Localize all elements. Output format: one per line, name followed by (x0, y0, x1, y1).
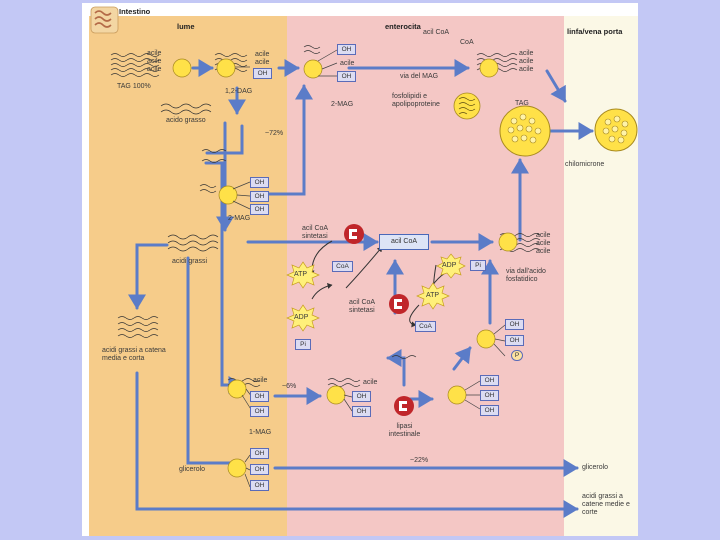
mag-mid-oh-3: OH (250, 204, 269, 215)
glycerol-left-label: glicerolo (179, 466, 206, 473)
mag1-right-acyl: acile (363, 379, 378, 386)
diagram-graphics (82, 3, 638, 536)
mag-acyl: acile (340, 60, 355, 67)
pct22-label: ~22% (410, 457, 429, 464)
synthetase-2-label: acil CoA sintetasi (349, 299, 375, 314)
coa-top-label: CoA (460, 39, 474, 46)
adp-1-label: ADP (294, 314, 309, 321)
enterocyte-label: enterocita (385, 22, 421, 31)
glycerol-oh-3: OH (250, 480, 269, 491)
lumen-label: lume (177, 22, 195, 31)
enzyme-icon (344, 224, 414, 416)
glycerol-oh-2: OH (250, 464, 269, 475)
lymph-region (564, 16, 638, 536)
glycerol-mid-oh-2: OH (480, 390, 499, 401)
pi-low-box: Pi (295, 339, 311, 350)
dag-label: 1,2-DAG (225, 88, 253, 95)
chylomicron (594, 108, 638, 152)
pct6-label: ~6% (282, 383, 297, 390)
pa-phosphate: P (511, 350, 523, 361)
tag-acyl-2: acile (147, 58, 162, 65)
adp-top-label: ADP (442, 262, 457, 269)
mag1-oh-2: OH (250, 406, 269, 417)
tag-chains (110, 53, 160, 77)
tag-acyl-1: acile (147, 50, 162, 57)
phospholipid-sphere (453, 92, 481, 120)
lipase-chain (391, 355, 417, 359)
tag-right-label: TAG (515, 100, 529, 107)
mag-oh-2: OH (337, 71, 356, 82)
mag-right-acyl-2: acile (519, 58, 534, 65)
fatty-acid-label-1: acido grasso (166, 117, 206, 124)
glycerol-mid-oh-3: OH (480, 405, 499, 416)
intestine-icon (90, 6, 119, 34)
mag1-acyl: acile (253, 377, 268, 384)
pa-oh-2: OH (505, 335, 524, 346)
tag-100-label: TAG 100% (117, 83, 151, 90)
mag-right-acyl-3: acile (519, 66, 534, 73)
fatty-acids-mid (167, 234, 219, 252)
coa-mid-box: CoA (332, 261, 353, 272)
pi-top-box: Pi (470, 260, 486, 271)
dag-oh: OH (253, 68, 272, 79)
fatty-acids-mid-label: acidi grassi (172, 258, 208, 265)
glycerol-mid-oh-1: OH (480, 375, 499, 386)
pa-pathway-label: via dall'acido fosfatidico (506, 268, 546, 283)
mag-mid-oh-2: OH (250, 191, 269, 202)
atp-1-label: ATP (294, 271, 308, 278)
mcfa-right-label: acidi grassi a catene medie e corte (582, 493, 630, 516)
adp-star-1 (286, 304, 320, 332)
mag1-right-oh-1: OH (352, 391, 371, 402)
chylomicron-label: chilomicrone (565, 161, 605, 168)
mcfa-chains (117, 316, 159, 338)
atp-star-1 (286, 261, 320, 289)
mag1-label: 1-MAG (249, 429, 272, 436)
pa-acyl-1: acile (536, 232, 551, 239)
dag-acyl-2: acile (255, 59, 270, 66)
glycerol-spheres (172, 58, 518, 478)
atp-star-2 (416, 282, 450, 310)
lipase-label: lipasi intestinale (388, 423, 421, 438)
acylcoa-top-label: acil CoA (423, 29, 450, 36)
fatty-acid-small (201, 149, 227, 163)
synthetase-1-label: acil CoA sintetasi (302, 225, 328, 240)
lymph-label: linfa/vena porta (567, 27, 623, 36)
free-fatty-acid-top (160, 103, 212, 115)
mag-right-acyl-1: acile (519, 50, 534, 57)
glycerol-right-label: glicerolo (582, 464, 609, 471)
adp-star-top (436, 253, 466, 279)
mag-pathway-label: via del MAG (400, 73, 439, 80)
mag-mid-oh-1: OH (250, 177, 269, 188)
tag-droplet (499, 105, 551, 157)
diagram-canvas: Intestino lume enterocita linfa/vena por… (82, 3, 638, 536)
mag-oh-1: OH (337, 44, 356, 55)
enterocyte-region (287, 16, 564, 536)
acylcoa-box: acil CoA (379, 234, 429, 250)
pa-acyl-3: acile (536, 248, 551, 255)
atp-2-label: ATP (426, 292, 440, 299)
mcfa-left-label: acidi grassi a catena media e corta (102, 347, 166, 362)
mag1-right-chains (327, 378, 361, 387)
mag2-top-label: 2-MAG (331, 101, 354, 108)
fatty-acid-chains (110, 45, 541, 387)
pa-acyl-2: acile (536, 240, 551, 247)
phospholipids-label: fosfolipidi e apolipoproteine (392, 93, 440, 108)
coa-low-box: CoA (415, 321, 436, 332)
intestine-label: Intestino (119, 7, 151, 16)
tag-acyl-3: acile (147, 66, 162, 73)
pa-oh-1: OH (505, 319, 524, 330)
pct72-label: ~72% (265, 130, 284, 137)
dag-acyl-1: acile (255, 51, 270, 58)
glycerol-oh-1: OH (250, 448, 269, 459)
mag1-right-oh-2: OH (352, 406, 371, 417)
mag1-oh-1: OH (250, 391, 269, 402)
mag-top-chains (303, 45, 321, 54)
mag2-mid-label: 2-MAG (228, 215, 251, 222)
mag-mid-chains (199, 184, 217, 193)
